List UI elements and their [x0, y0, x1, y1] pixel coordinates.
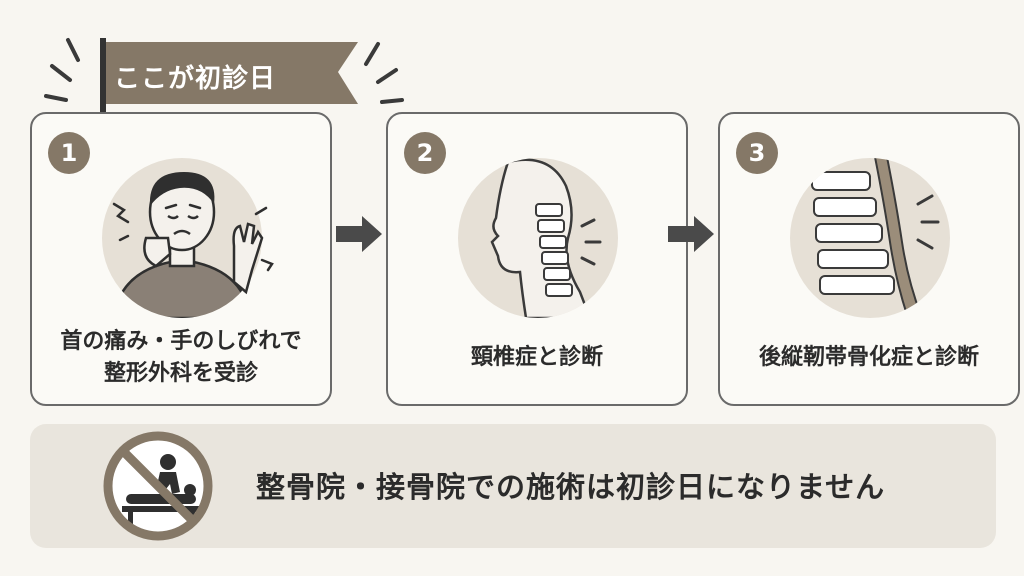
notice-panel: 整骨院・接骨院での施術は初診日になりません: [30, 424, 996, 548]
burst-lines-right: [364, 42, 404, 104]
step-number-badge: 2: [404, 132, 446, 174]
step-number-badge: 1: [48, 132, 90, 174]
arrow-right-icon: [668, 216, 714, 252]
caption-line-1: 首の痛み・手のしびれで: [60, 329, 302, 355]
banner-label: ここが初診日: [114, 64, 277, 94]
step-number-badge: 3: [736, 132, 778, 174]
no-massage-icon: [103, 431, 213, 541]
step-caption: 頸椎症と診断: [388, 322, 686, 394]
step-card-3: 3 後縦靭帯骨化症と診断: [718, 112, 1020, 406]
step-card-2: 2 頸椎症と診断: [386, 112, 688, 406]
first-visit-flag: [44, 38, 404, 130]
neck-pain-person-illustration: [102, 158, 274, 318]
burst-lines-left: [44, 38, 80, 102]
step-caption: 後縦靭帯骨化症と診断: [720, 322, 1018, 394]
ossified-ligament-spine-illustration: [790, 158, 950, 318]
caption-line-2: 整形外科を受診: [103, 361, 258, 386]
flag-pole: [100, 38, 106, 130]
caption-line-1: 頸椎症と診断: [470, 345, 603, 371]
flag-banner: [106, 42, 358, 104]
step-caption: 首の痛み・手のしびれで 整形外科を受診: [32, 322, 330, 394]
notice-text: 整骨院・接骨院での施術は初診日になりません: [256, 470, 886, 504]
step-card-1: 1 首の痛み・手のしびれで 整形外科を受診: [30, 112, 332, 406]
cervical-spine-profile-illustration: [458, 158, 618, 318]
caption-line-1: 後縦靭帯骨化症と診断: [758, 345, 979, 371]
arrow-right-icon: [336, 216, 382, 252]
